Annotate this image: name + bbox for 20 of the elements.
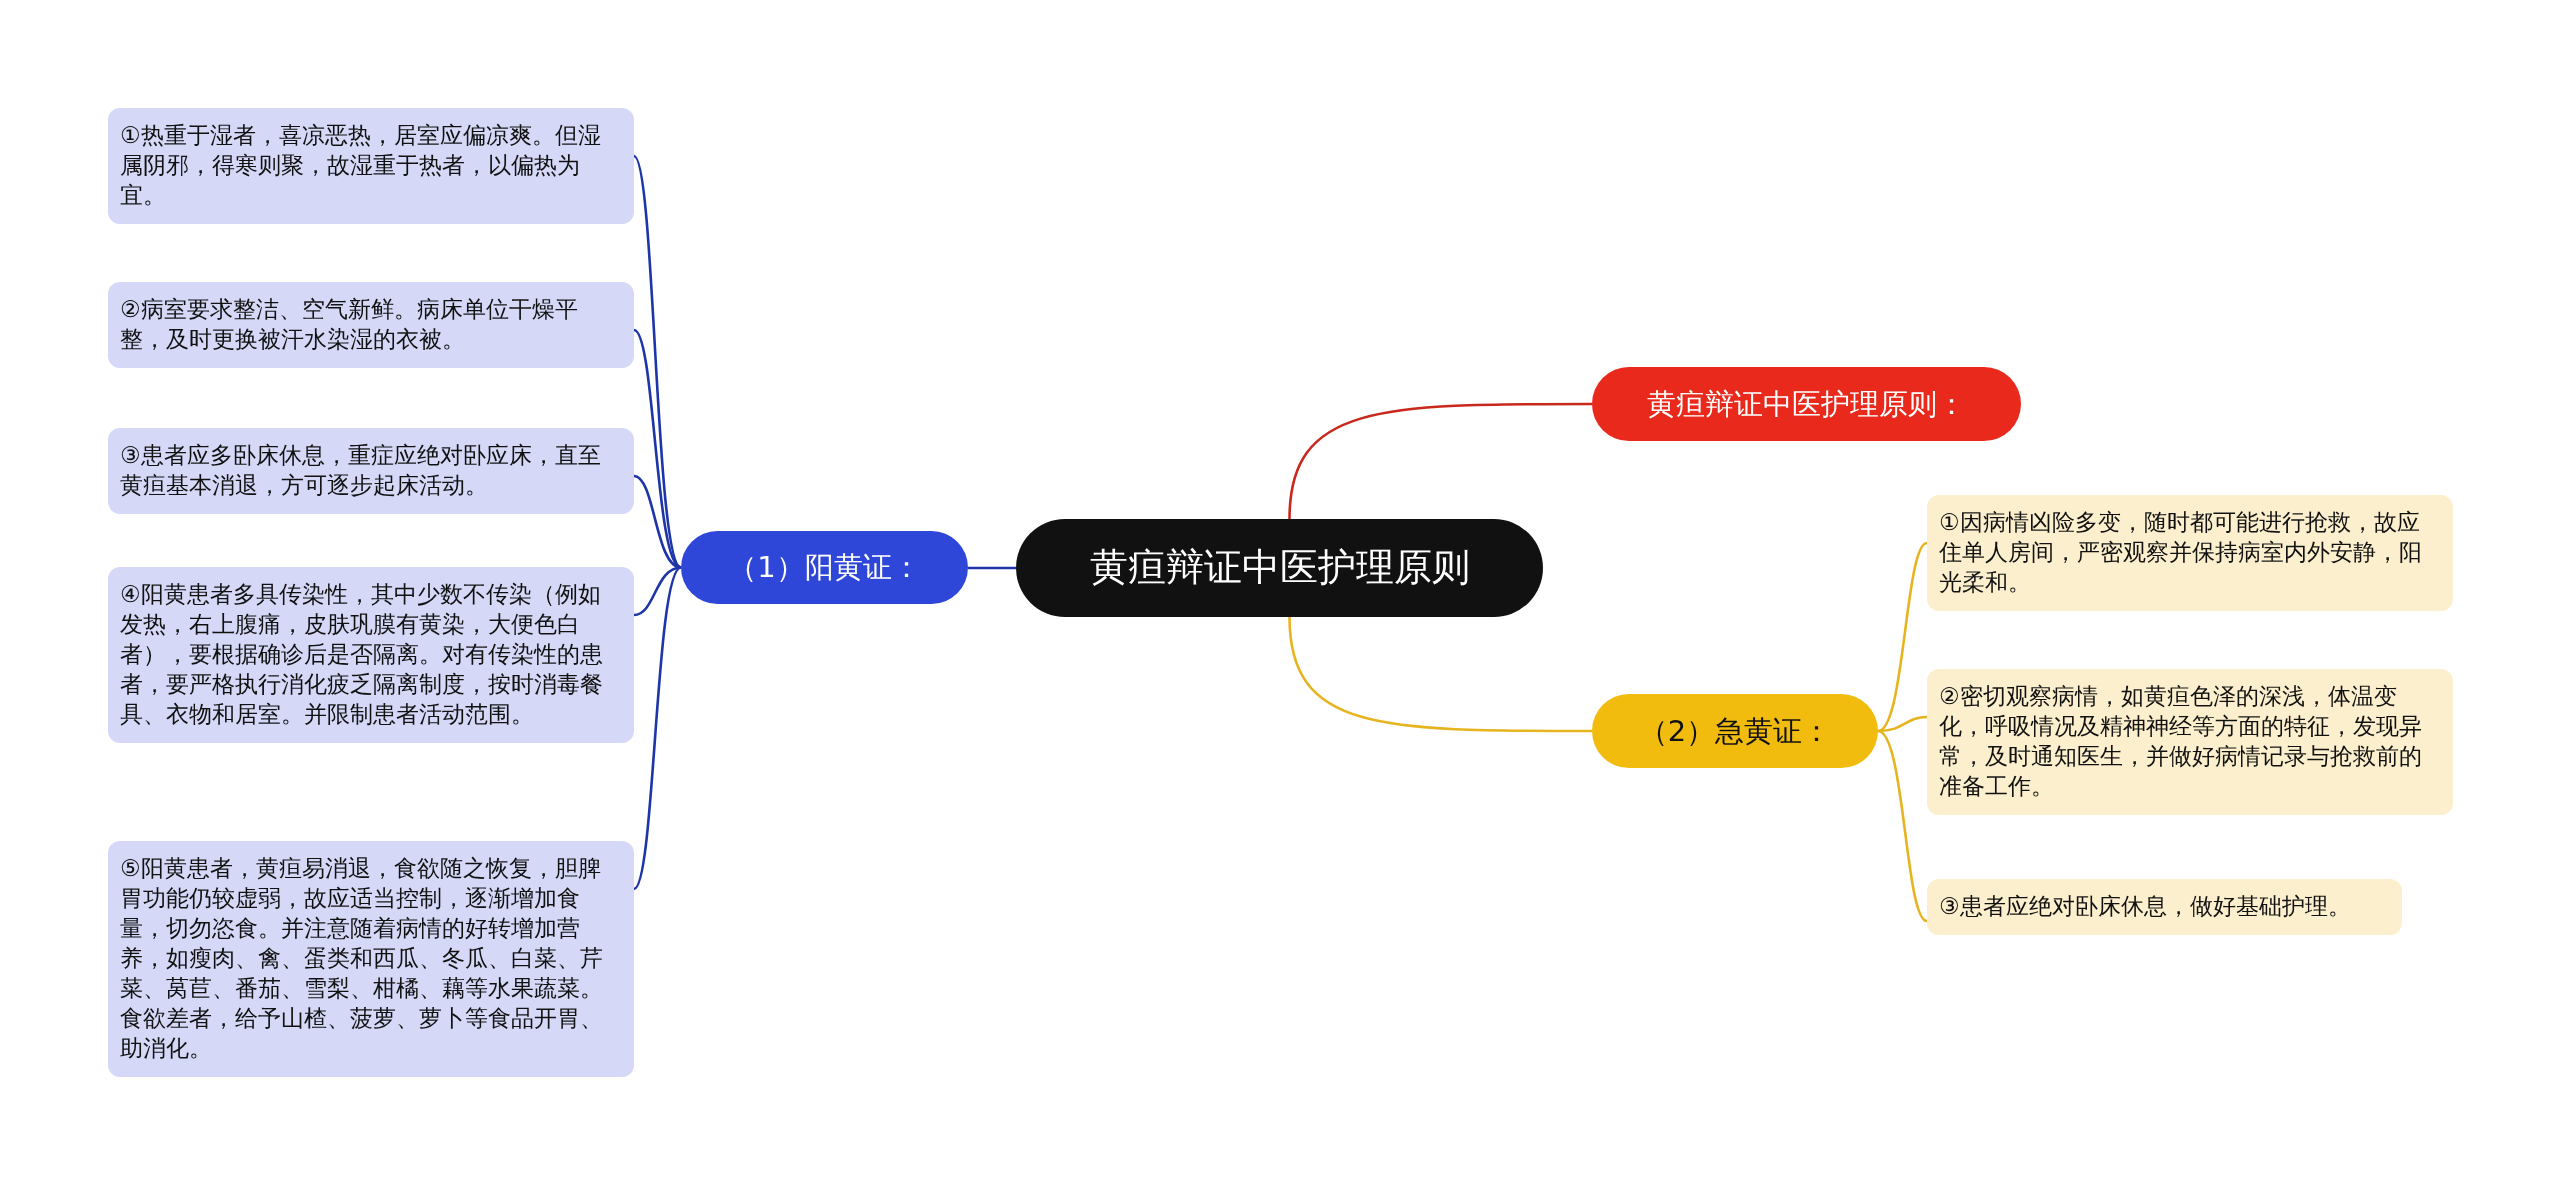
connector-line bbox=[1877, 541, 1928, 733]
note-box: ②密切观察病情，如黄疸色泽的深浅，体温变化，呼吸情况及精神神经等方面的特征，发现异常，及时通知医生，并做好病情记录与抢救前的准备工作。 bbox=[1927, 669, 2453, 815]
connector-line bbox=[632, 155, 683, 569]
connector-line bbox=[633, 329, 682, 569]
note-box: ⑤阳黄患者，黄疸易消退，食欲随之恢复，胆脾胃功能仍较虚弱，故应适当控制，逐渐增加食量，切勿恣食。并注意随着病情的好转增加营养，如瘦肉、禽、蛋类和西瓜、冬瓜、白菜、芹菜、莴苣、番茄、雪梨、柑橘、藕等水果蔬菜。食欲差者，给予山楂、菠萝、萝卜等食品开胃、助消化。 bbox=[108, 841, 634, 1077]
note-box: ③患者应绝对卧床休息，做好基础护理。 bbox=[1927, 879, 2402, 935]
connector-line bbox=[632, 566, 682, 890]
connector-line bbox=[1288, 616, 1592, 733]
note-box: ①热重于湿者，喜凉恶热，居室应偏凉爽。但湿属阴邪，得寒则聚，故湿重于热者，以偏热为宜。 bbox=[108, 108, 634, 224]
note-box: ③患者应多卧床休息，重症应绝对卧应床，直至黄疸基本消退，方可逐步起床活动。 bbox=[108, 428, 634, 514]
connector-line bbox=[1288, 402, 1592, 520]
note-box: ④阳黄患者多具传染性，其中少数不传染（例如发热，右上腹痛，皮肤巩膜有黄染，大便色白者），要根据确诊后是否隔离。对有传染性的患者，要严格执行消化疲乏隔离制度，按时消毒餐具、衣物和居室。并限制患者活动范围。 bbox=[108, 567, 634, 743]
branch-topic-box: 黄疸辩证中医护理原则： bbox=[1592, 367, 2021, 441]
branch-topic-box: （2）急黄证： bbox=[1592, 694, 1878, 768]
branch-topic-box: （1）阳黄证： bbox=[681, 531, 968, 604]
connector-line bbox=[968, 566, 1016, 570]
note-box: ①因病情凶险多变，随时都可能进行抢救，故应住单人房间，严密观察并保持病室内外安静，阳光柔和。 bbox=[1927, 495, 2453, 611]
central-topic-box: 黄疸辩证中医护理原则 bbox=[1016, 519, 1543, 617]
note-box: ②病室要求整洁、空气新鲜。病床单位干燥平整，及时更换被汗水染湿的衣被。 bbox=[108, 282, 634, 368]
connector-line bbox=[1877, 729, 1928, 923]
